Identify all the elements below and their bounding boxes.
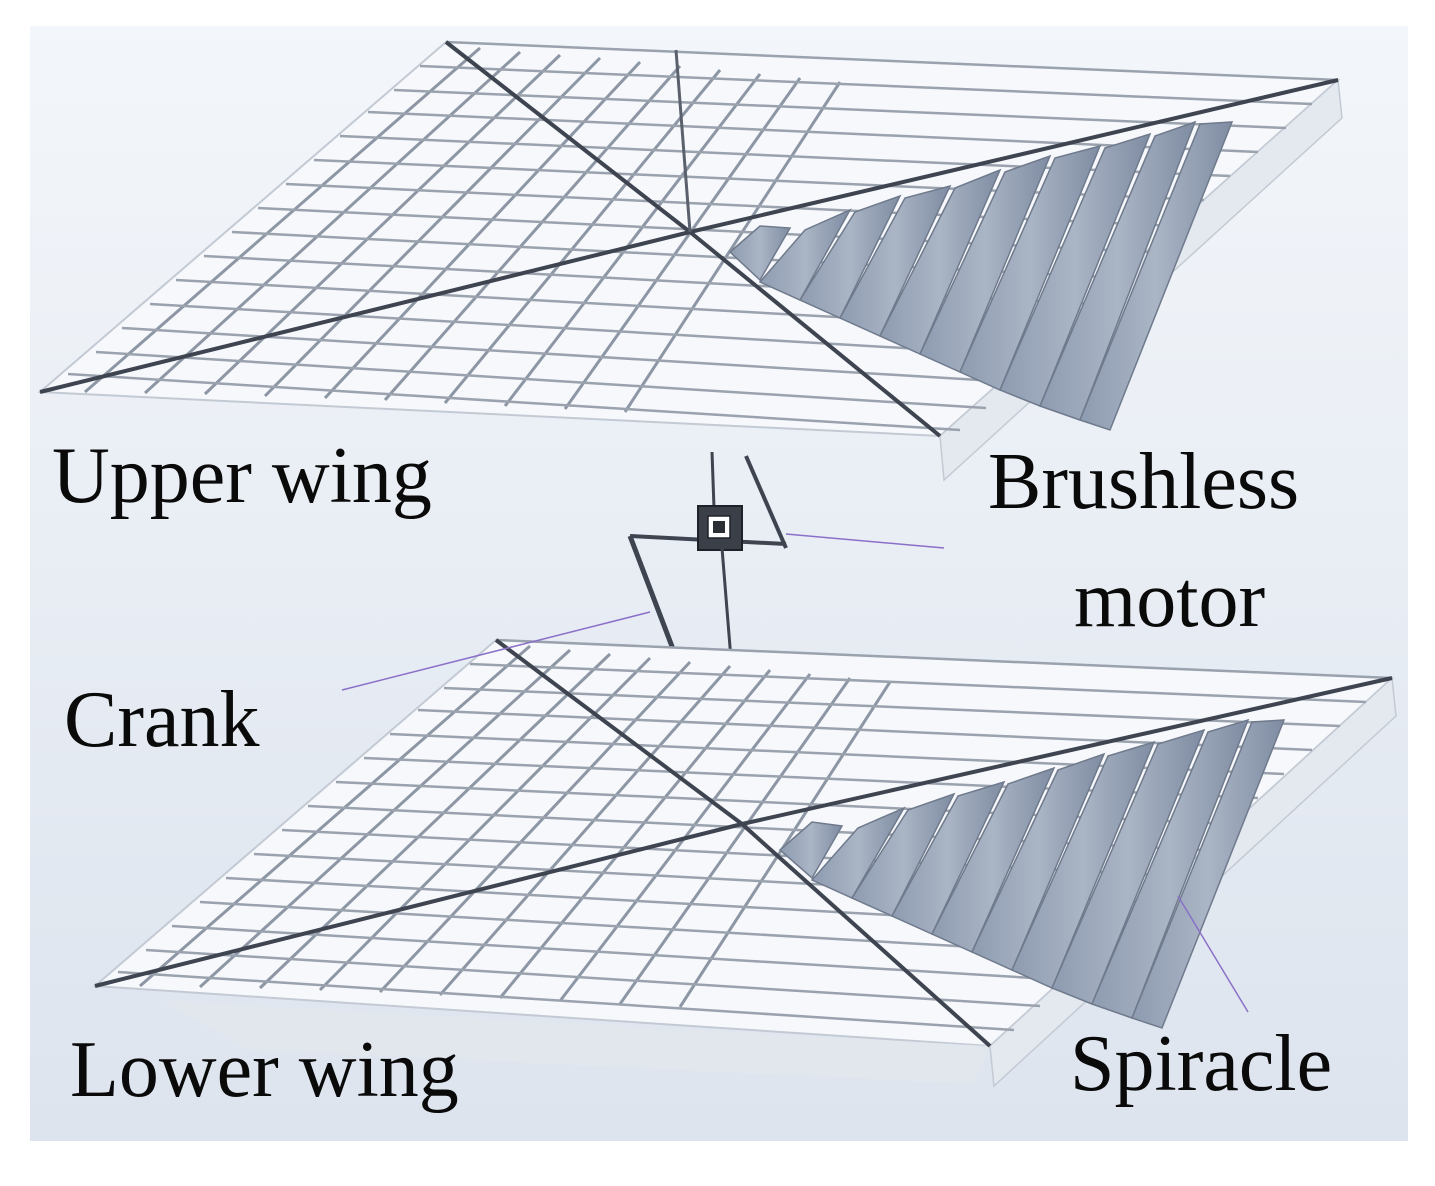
leader-lines [341, 533, 1249, 1013]
brushless-label: Brushless [988, 438, 1299, 526]
spiracle-leader-line [1177, 895, 1249, 1013]
upper-wing [37, 40, 1343, 482]
spiracle-label: Spiracle [1070, 1020, 1332, 1108]
motor-body [697, 505, 743, 551]
crank-leader-line [341, 611, 651, 691]
motor-assembly [629, 451, 788, 551]
crank-label: Crank [64, 676, 260, 764]
lower-wing [92, 638, 1397, 1088]
upper-wing-label: Upper wing [52, 432, 432, 520]
motor-label: motor [1074, 556, 1265, 644]
motor-leader-line [785, 533, 945, 549]
lower-wing-label: Lower wing [70, 1026, 459, 1114]
